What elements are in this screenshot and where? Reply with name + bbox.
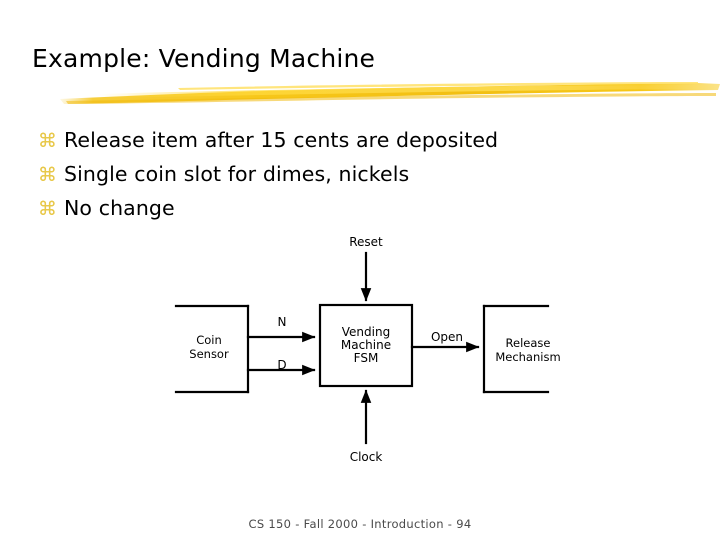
block-label-coin-sensor-line1: Coin (196, 333, 222, 347)
bullet-item: ⌘ Release item after 15 cents are deposi… (38, 128, 678, 162)
block-release-mechanism (482, 304, 550, 394)
block-label-fsm-line2: Machine (341, 338, 391, 352)
block-label-release-line1: Release (506, 336, 551, 350)
page-title: Example: Vending Machine (32, 44, 376, 73)
bullet-glyph-icon: ⌘ (38, 198, 57, 220)
bullet-text: Release item after 15 cents are deposite… (64, 128, 499, 152)
bullet-item: ⌘ Single coin slot for dimes, nickels (38, 162, 678, 196)
bullet-text: No change (64, 196, 175, 220)
block-label-fsm-line3: FSM (354, 351, 379, 365)
bullet-glyph-icon: ⌘ (38, 130, 57, 152)
bullet-text: Single coin slot for dimes, nickels (64, 162, 410, 186)
block-vending-machine-fsm (318, 303, 414, 388)
block-label-coin-sensor-line2: Sensor (189, 347, 229, 361)
block-label-release-line2: Mechanism (495, 350, 560, 364)
signal-label-open: Open (431, 330, 463, 344)
brush-stroke-divider (60, 82, 720, 104)
signal-label-reset: Reset (349, 235, 383, 249)
signal-label-nickel: N (278, 315, 287, 329)
bullet-glyph-icon: ⌘ (38, 164, 57, 186)
signal-label-clock: Clock (350, 450, 383, 464)
block-coin-sensor (174, 304, 250, 394)
bullet-list: ⌘ Release item after 15 cents are deposi… (38, 128, 678, 230)
slide-footer: CS 150 - Fall 2000 - Introduction - 94 (248, 517, 472, 531)
bullet-item: ⌘ No change (38, 196, 678, 230)
signal-label-dime: D (277, 358, 286, 372)
block-label-fsm-line1: Vending (342, 325, 390, 339)
